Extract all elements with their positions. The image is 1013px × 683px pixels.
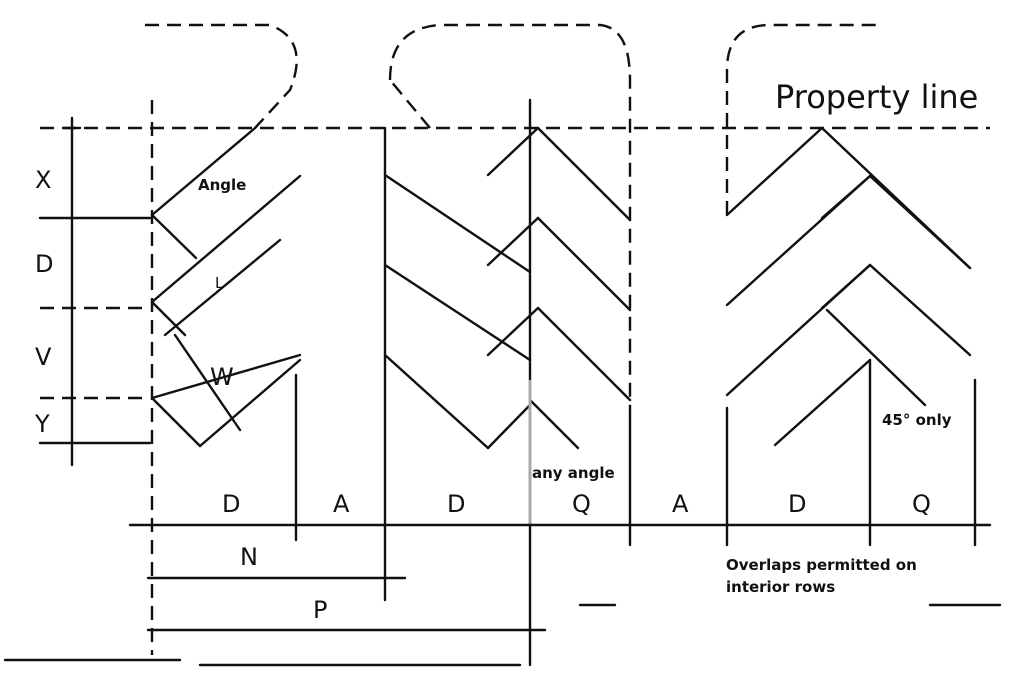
- scan-artifacts: [3, 603, 1002, 667]
- bottom-label-a1: A: [333, 490, 350, 518]
- width-label: W: [210, 363, 234, 391]
- row-label-d: D: [35, 250, 53, 278]
- property-line-label: Property line: [775, 78, 978, 116]
- driveway-curve-right: [725, 23, 880, 215]
- bottom-label-a2: A: [672, 490, 689, 518]
- bottom-label-d3: D: [788, 490, 806, 518]
- row-label-v: V: [35, 343, 52, 371]
- driveway-curve-middle: [388, 23, 632, 410]
- overlaps-note-line2: interior rows: [726, 578, 835, 596]
- overlaps-note-line1: Overlaps permitted on: [726, 556, 917, 574]
- driveway-curve-middle-left: [389, 79, 431, 129]
- bottom-label-d1: D: [222, 490, 240, 518]
- bottom-label-q2: Q: [912, 490, 931, 518]
- right-stalls: [725, 126, 977, 547]
- row-label-y: Y: [34, 410, 50, 438]
- row-label-x: X: [35, 166, 51, 194]
- forty-five-only-note: 45° only: [882, 411, 952, 429]
- n-label: N: [240, 543, 258, 571]
- any-angle-note: any angle: [532, 464, 615, 482]
- bottom-label-d2: D: [447, 490, 465, 518]
- angle-label: Angle: [198, 176, 246, 194]
- row-ticks: [38, 126, 152, 445]
- length-label: L: [215, 274, 224, 292]
- left-stalls: [150, 126, 302, 542]
- driveway-curve-left: [145, 23, 298, 129]
- middle-stalls: [383, 98, 632, 667]
- bottom-label-q1: Q: [572, 490, 591, 518]
- p-label: P: [313, 596, 327, 624]
